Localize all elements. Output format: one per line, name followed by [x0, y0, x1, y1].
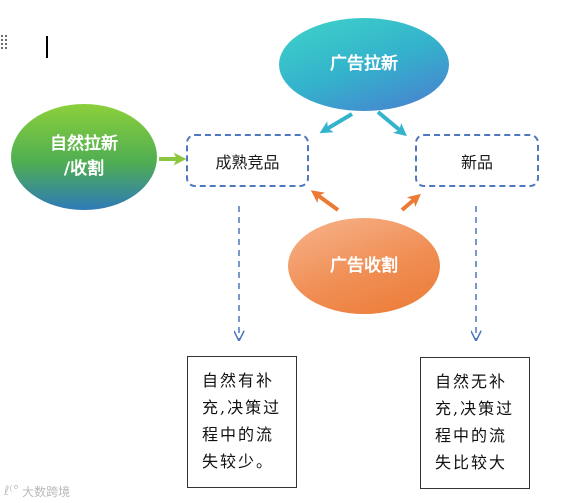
watermark-text: 大数跨境 [22, 484, 71, 499]
arrow-ad-harvest-to-mature [310, 190, 340, 212]
node-ad-harvest-label: 广告收割 [330, 255, 398, 276]
note-new-product-line: 失比较大 [435, 453, 508, 472]
node-natural-label-line1: 自然拉新 [50, 134, 118, 155]
node-ad-new[interactable]: 广告拉新 [279, 18, 449, 111]
note-mature-line: 自然有补 [202, 371, 275, 390]
drag-handle-icon[interactable] [0, 34, 8, 50]
arrow-ad-harvest-to-new-product [400, 193, 421, 212]
node-natural[interactable]: 自然拉新 /收割 [11, 104, 157, 210]
note-new-product-line: 程中的流 [435, 426, 508, 445]
text-cursor [46, 36, 48, 58]
node-new-product-label: 新品 [460, 152, 493, 172]
node-natural-label-line2: /收割 [63, 159, 105, 179]
arrow-ad-new-to-new-product [376, 110, 407, 137]
note-new-product-line: 充,决策过 [435, 399, 515, 418]
node-mature-competitor[interactable]: 成熟竞品 [186, 134, 309, 187]
note-mature-line: 充,决策过 [202, 398, 282, 417]
watermark: ℓ⁽° 大数跨境 [4, 482, 70, 500]
note-mature-line: 程中的流 [202, 425, 275, 444]
arrow-ad-new-to-mature [319, 112, 354, 134]
node-new-product[interactable]: 新品 [415, 134, 539, 187]
note-mature[interactable]: 自然有补 充,决策过 程中的流 失较少。 [187, 356, 297, 488]
node-mature-label: 成熟竞品 [215, 152, 280, 172]
note-new-product-line: 自然无补 [435, 372, 508, 391]
node-ad-harvest[interactable]: 广告收割 [288, 218, 440, 314]
node-ad-new-label: 广告拉新 [330, 54, 398, 75]
note-new-product[interactable]: 自然无补 充,决策过 程中的流 失比较大 [420, 357, 530, 489]
watermark-logo-icon: ℓ⁽° [4, 483, 20, 499]
note-mature-line: 失较少。 [202, 452, 275, 471]
